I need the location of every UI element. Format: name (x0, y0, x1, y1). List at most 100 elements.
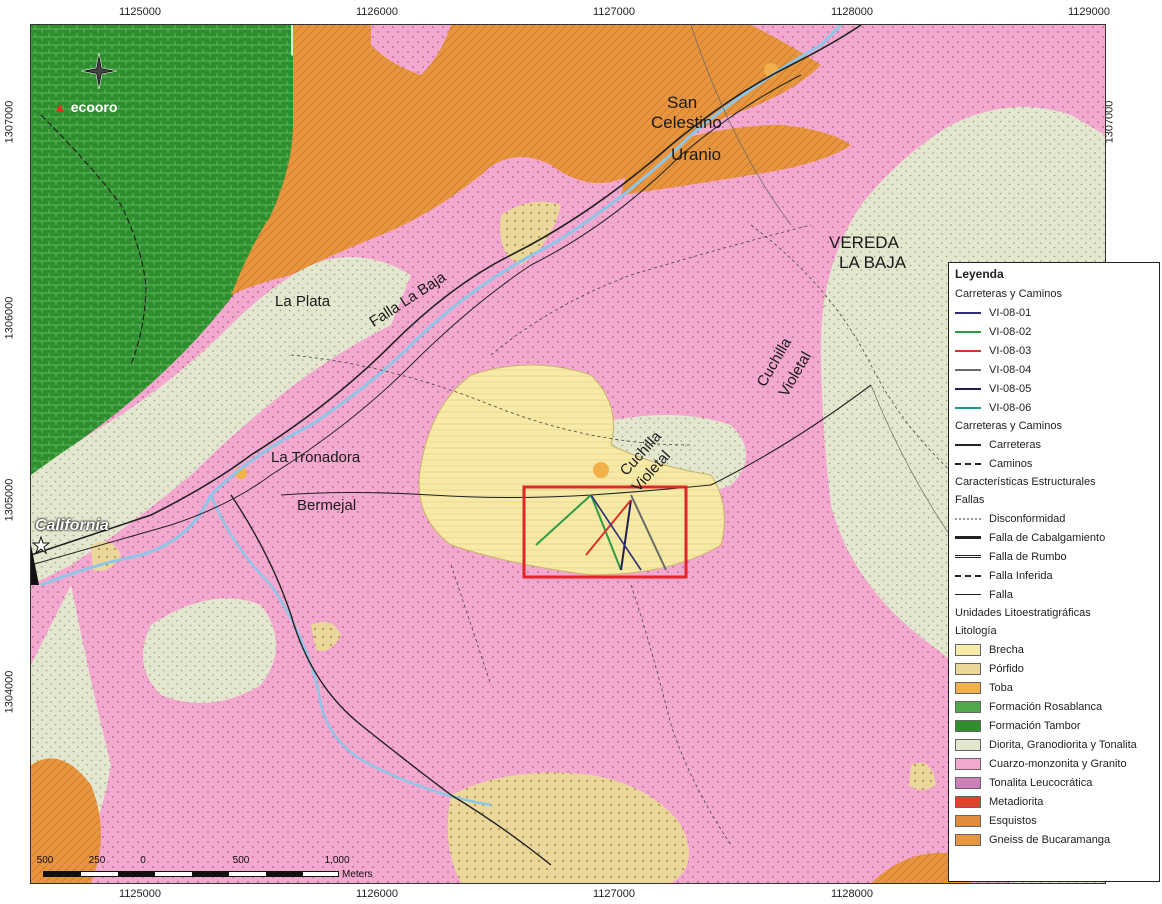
legend-road-swatch (955, 443, 981, 446)
legend-fault-swatch (955, 536, 981, 539)
legend-road-2-label: Caminos (989, 457, 1033, 470)
legend-litho-11: Gneiss de Bucaramanga (955, 830, 1153, 849)
river-south (209, 494, 492, 807)
legend-fault-2-label: Falla de Cabalgamiento (989, 531, 1106, 544)
legend-litho-8: Tonalita Leucocrática (955, 773, 1153, 792)
legend-litho-swatch (955, 738, 981, 751)
legend-drillhole-2-label: VI-08-02 (989, 325, 1032, 338)
legend-units-header: Unidades Litoestratigráficas (955, 607, 1091, 619)
legend-drillhole-swatch (955, 406, 981, 409)
california-marker (31, 545, 39, 585)
legend-litho-7: Cuarzo-monzonita y Granito (955, 754, 1153, 773)
legend-litho-swatch (955, 795, 981, 808)
legend-fault-swatch (955, 574, 981, 577)
focus-rectangle (522, 485, 688, 579)
legend-drillhole-swatch (955, 368, 981, 371)
legend-litho-5-label: Formación Tambor (989, 719, 1081, 732)
legend-fault-2: Falla de Cabalgamiento (955, 528, 1153, 547)
legend-litho-6-label: Diorita, Granodiorita y Tonalita (989, 738, 1137, 751)
legend-drillhole-swatch (955, 387, 981, 390)
legend-struct-header: Características Estructurales (955, 476, 1096, 488)
river-main (40, 25, 843, 587)
legend-fault-3-label: Falla de Rumbo (989, 550, 1067, 563)
legend-drillhole-3: VI-08-03 (955, 341, 1153, 360)
coord-top-2: 1126000 (355, 6, 399, 18)
legend-road-1: Carreteras (955, 435, 1153, 454)
legend-litho-3-label: Toba (989, 681, 1013, 694)
label-california: California (35, 517, 109, 534)
unit-diorita-sw (143, 598, 276, 703)
path-3 (630, 584, 732, 846)
legend-fault-4-label: Falla Inferida (989, 569, 1053, 582)
scale-bar-graphic (43, 871, 339, 877)
unit-porfido-5 (909, 762, 936, 790)
legend-drillholes-header: Carreteras y Caminos (955, 288, 1062, 300)
drillhole-vi-08-02 (535, 494, 592, 546)
legend-roads-header: Carreteras y Caminos (955, 420, 1062, 432)
unit-granite-north-patch (371, 25, 451, 75)
coord-top-1: 1125000 (118, 6, 162, 18)
legend-litho-5: Formación Tambor (955, 716, 1153, 735)
coord-left-3: 1305000 (3, 478, 16, 522)
coord-bottom-1: 1125000 (118, 888, 162, 900)
path-1 (290, 354, 692, 446)
legend-drillhole-6: VI-08-06 (955, 398, 1153, 417)
north-arrow-icon (81, 53, 117, 89)
legend-litho-10-label: Esquistos (989, 814, 1037, 827)
legend-litho-swatch (955, 757, 981, 770)
legend-litho-swatch (955, 662, 981, 675)
scale-tick-4: 500 (232, 855, 250, 866)
legend-drillhole-swatch (955, 311, 981, 314)
road-south (230, 494, 552, 866)
fault-la-baja-2 (31, 74, 802, 566)
unit-gneiss-north (231, 25, 821, 295)
legend-drillhole-2: VI-08-02 (955, 322, 1153, 341)
legend-litho-swatch (955, 719, 981, 732)
legend-road-2: Caminos (955, 454, 1153, 473)
scale-tick-2: 250 (88, 855, 106, 866)
label-vereda: VEREDA (829, 233, 899, 252)
legend-fault-3: Falla de Rumbo (955, 547, 1153, 566)
geologic-map[interactable]: ▲ ecooro San Celestino Uranio VEREDA LA … (30, 24, 1106, 884)
legend-road-swatch (955, 462, 981, 465)
fault-thin-1 (690, 25, 792, 226)
path-5 (750, 224, 992, 506)
legend-litho-2-label: Pórfido (989, 662, 1024, 675)
unit-gneiss-sw (31, 758, 101, 883)
legend-litho-swatch (955, 814, 981, 827)
drillhole-vi-08-04 (630, 494, 667, 571)
legend-title: Leyenda (955, 267, 1004, 281)
unit-porfido-1 (500, 201, 561, 265)
legend-litho-11-label: Gneiss de Bucaramanga (989, 833, 1111, 846)
legend-fault-swatch (955, 517, 981, 520)
label-la-tronadora: La Tronadora (271, 449, 361, 466)
coord-left-2: 1306000 (3, 296, 16, 340)
drillhole-vi-08-06-a (590, 494, 622, 571)
unit-diorita-west (31, 257, 411, 585)
legend-drillhole-3-label: VI-08-03 (989, 344, 1032, 357)
legend-fault-1-label: Disconformidad (989, 512, 1066, 525)
legend-road-1-label: Carreteras (989, 438, 1041, 451)
label-bermejal: Bermejal (297, 497, 357, 514)
legend-litho-9: Metadiorita (955, 792, 1153, 811)
label-la-baja: LA BAJA (839, 253, 907, 272)
legend-fault-1: Disconformidad (955, 509, 1153, 528)
logo-mark-icon: ▲ (53, 99, 67, 115)
legend-fault-swatch (955, 555, 981, 558)
legend-litho-swatch (955, 833, 981, 846)
drillhole-vi-08-03 (585, 499, 632, 556)
legend-litho-6: Diorita, Granodiorita y Tonalita (955, 735, 1153, 754)
drillholes (535, 494, 667, 571)
ecooro-logo: ▲ ecooro (53, 99, 117, 115)
legend-faults-header: Fallas (955, 494, 985, 506)
coord-top-4: 1128000 (830, 6, 874, 18)
label-la-plata: La Plata (275, 293, 331, 310)
legend-litho-swatch (955, 643, 981, 656)
path-2 (490, 224, 812, 356)
legend-litho-1: Brecha (955, 640, 1153, 659)
unit-porfido-4 (91, 541, 121, 571)
legend-litho-header: Litología (955, 625, 997, 637)
